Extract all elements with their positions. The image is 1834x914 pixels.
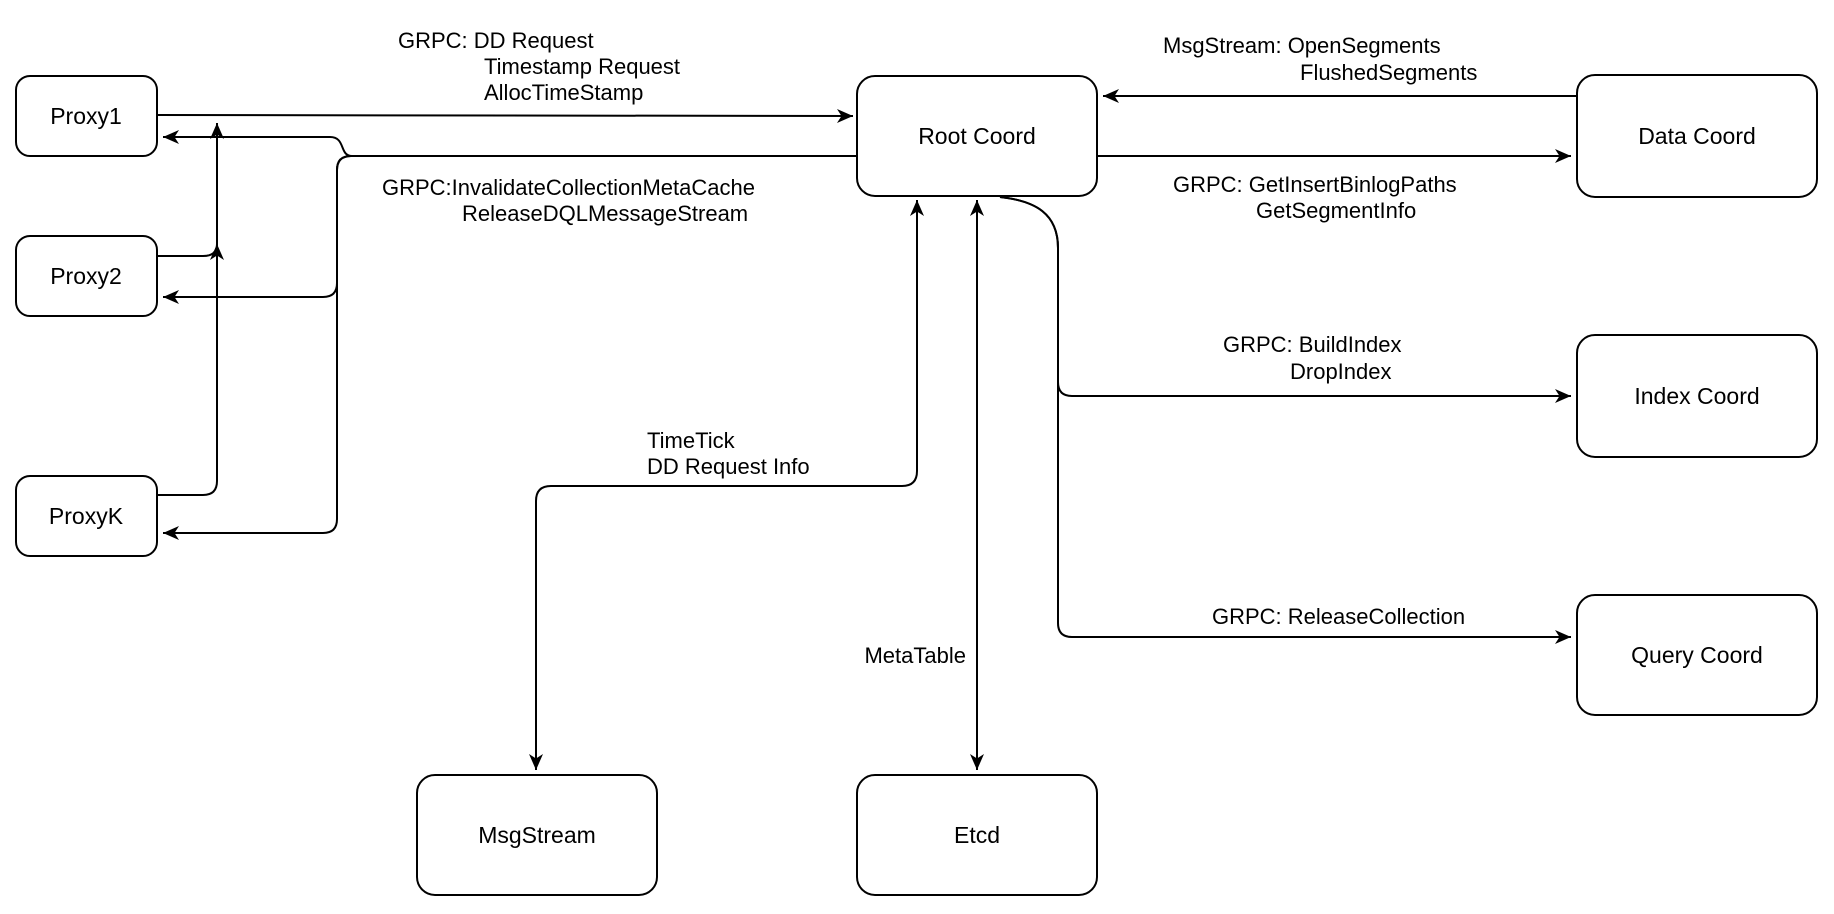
node-index-coord: Index Coord [1576,334,1818,458]
label-grpc-dd-line2: Timestamp Request [484,54,680,79]
node-proxy2-label: Proxy2 [50,263,122,289]
node-query-coord-label: Query Coord [1631,642,1763,668]
node-proxyk: ProxyK [15,475,158,557]
label-grpc-dd-line1: GRPC: DD Request [398,28,594,53]
label-invalidate-line2: ReleaseDQLMessageStream [462,201,748,226]
node-data-coord: Data Coord [1576,74,1818,198]
label-msgstream-segments-line1: MsgStream: OpenSegments [1163,33,1441,58]
edge-label-group: GRPC: DD Request Timestamp Request Alloc… [382,28,1477,668]
node-etcd-label: Etcd [954,822,1000,848]
node-root-coord: Root Coord [856,75,1098,197]
node-proxy1: Proxy1 [15,75,158,157]
label-get-binlog-line2: GetSegmentInfo [1256,198,1416,223]
node-etcd: Etcd [856,774,1098,896]
label-msgstream-segments-line2: FlushedSegments [1300,60,1477,85]
node-root-coord-label: Root Coord [918,123,1036,149]
label-grpc-dd-line3: AllocTimeStamp [484,80,643,105]
label-build-index-line2: DropIndex [1290,359,1392,384]
node-index-coord-label: Index Coord [1634,383,1759,409]
edge-rootcoord-to-proxy1 [163,130,857,157]
node-msgstream-label: MsgStream [478,822,596,848]
node-query-coord: Query Coord [1576,594,1818,716]
edge-proxy2-to-rootcoord-trunk [157,243,224,261]
edge-rootcoord-msgstream-timetick [529,200,924,770]
label-timetick-line1: TimeTick [647,428,736,453]
label-timetick-line2: DD Request Info [647,454,810,479]
label-release-collection: GRPC: ReleaseCollection [1212,604,1465,629]
edge-group [156,89,1577,770]
label-get-binlog-line1: GRPC: GetInsertBinlogPaths [1173,172,1457,197]
node-data-coord-label: Data Coord [1638,123,1756,149]
node-proxy2: Proxy2 [15,235,158,317]
label-metatable: MetaTable [864,643,966,668]
edge-rootcoord-to-indexcoord [999,196,1571,403]
edge-proxyk-to-rootcoord-trunk [157,123,224,496]
label-invalidate-line1: GRPC:InvalidateCollectionMetaCache [382,175,755,200]
label-build-index-line1: GRPC: BuildIndex [1223,332,1402,357]
node-proxyk-label: ProxyK [49,503,124,529]
node-proxy1-label: Proxy1 [50,103,122,129]
edge-proxy1-to-rootcoord [156,108,854,123]
edge-rootcoord-to-proxyk [163,155,857,540]
node-msgstream: MsgStream [416,774,658,896]
edge-rootcoord-to-querycoord [999,196,1571,644]
